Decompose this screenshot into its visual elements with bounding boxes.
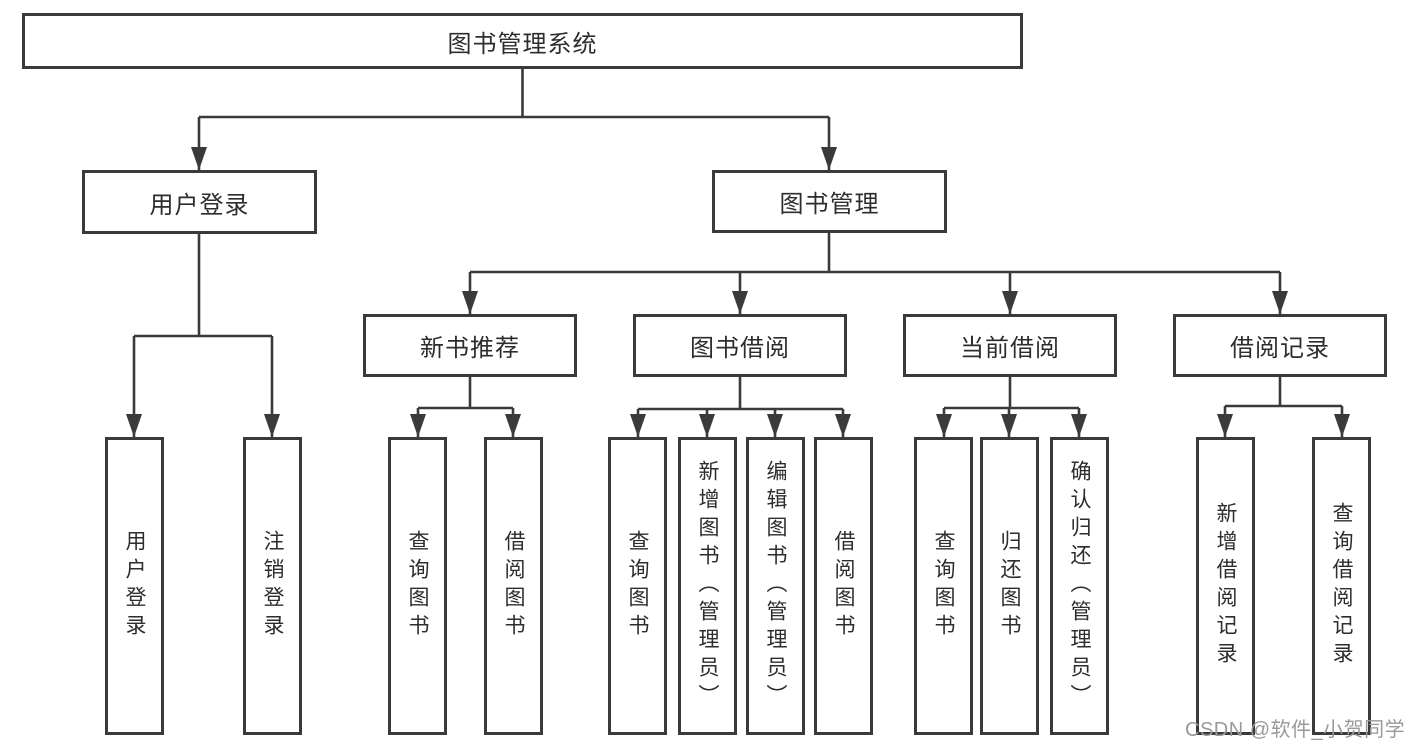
leaf-add-borrow-record: 新增借阅记录 bbox=[1196, 437, 1255, 735]
leaf-query-books-recommend: 查询图书 bbox=[388, 437, 447, 735]
leaf-add-book-admin: 新增图书（管理员） bbox=[678, 437, 737, 735]
leaf-logout-login: 注销登录 bbox=[243, 437, 302, 735]
node-library-system: 图书管理系统 bbox=[22, 13, 1023, 69]
node-borrowing-records: 借阅记录 bbox=[1173, 314, 1387, 377]
leaf-edit-book-admin: 编辑图书（管理员） bbox=[746, 437, 805, 735]
leaf-query-books-current: 查询图书 bbox=[914, 437, 973, 735]
node-current-borrowing: 当前借阅 bbox=[903, 314, 1117, 377]
leaf-query-books-borrowing: 查询图书 bbox=[608, 437, 667, 735]
leaf-query-borrow-record: 查询借阅记录 bbox=[1312, 437, 1371, 735]
leaf-return-book: 归还图书 bbox=[980, 437, 1039, 735]
watermark-text: CSDN @软件_小贺同学 bbox=[1185, 719, 1405, 741]
node-book-management: 图书管理 bbox=[712, 170, 947, 233]
node-book-borrowing: 图书借阅 bbox=[633, 314, 847, 377]
node-new-book-recommendation: 新书推荐 bbox=[363, 314, 577, 377]
leaf-user-login: 用户登录 bbox=[105, 437, 164, 735]
leaf-borrow-books-recommend: 借阅图书 bbox=[484, 437, 543, 735]
leaf-borrow-books-borrowing: 借阅图书 bbox=[814, 437, 873, 735]
node-user-login: 用户登录 bbox=[82, 170, 317, 234]
leaf-confirm-return-admin: 确认归还（管理员） bbox=[1050, 437, 1109, 735]
